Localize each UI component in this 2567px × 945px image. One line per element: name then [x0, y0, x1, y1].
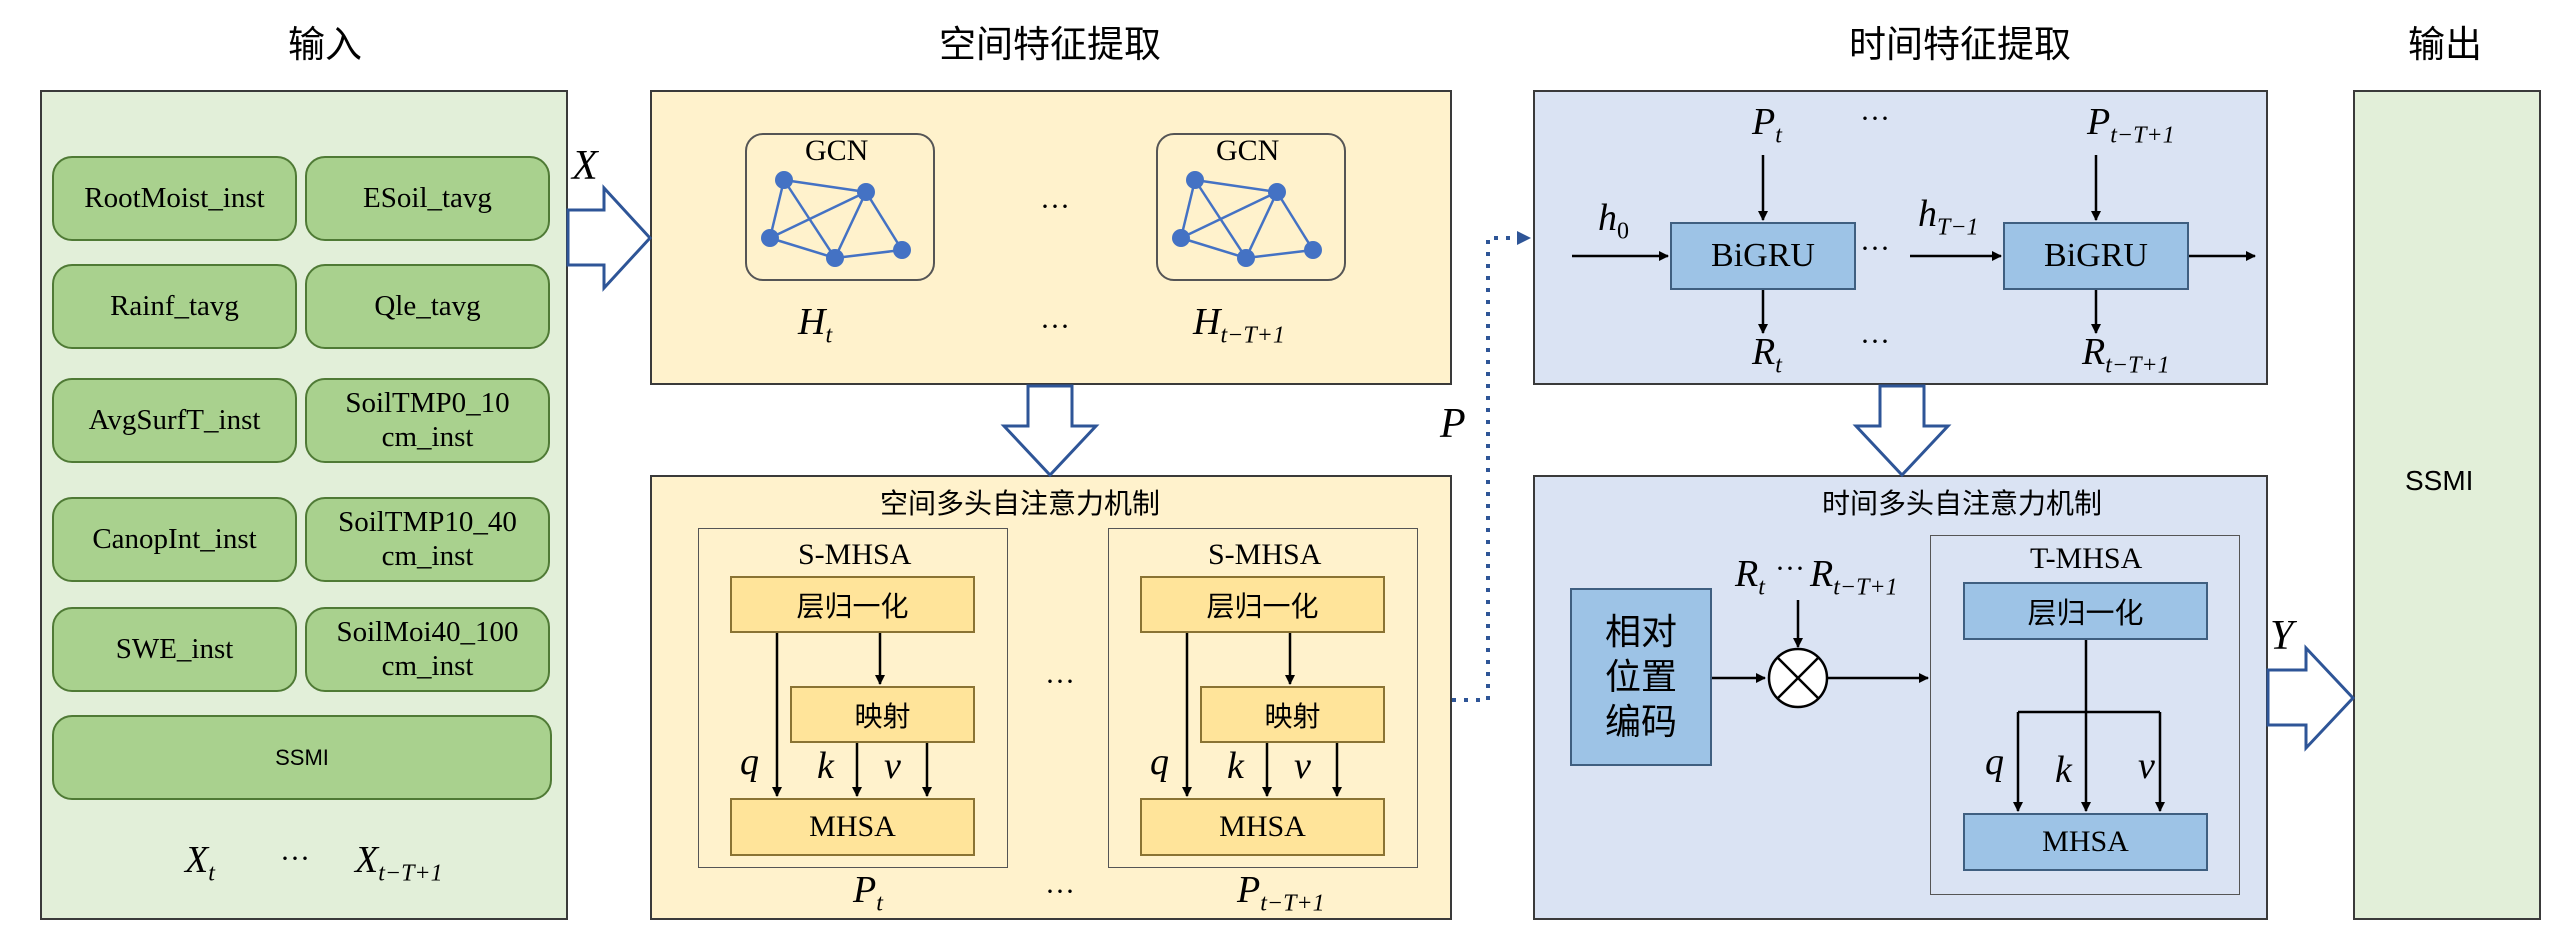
down-block-arrow-temporal — [1852, 384, 1952, 478]
feature-pill: CanopInt_inst — [52, 497, 297, 582]
x-arrow-label: X — [572, 143, 598, 189]
gcn-block — [1156, 133, 1346, 281]
y-block-arrow — [2266, 644, 2356, 752]
t-mhsa-title: T-MHSA — [2030, 542, 2143, 575]
rt-attn-label: Rt — [1735, 553, 1765, 601]
hT-label: hT−1 — [1918, 193, 1979, 241]
multiply-operator — [1767, 647, 1829, 709]
k-label: k — [817, 745, 834, 787]
feature-pill: ESoil_tavg — [305, 156, 550, 241]
header-temporal: 时间特征提取 — [1849, 23, 2071, 66]
relative-position-encoding-box: 相对位置编码 — [1570, 588, 1712, 766]
gcn-dots: ··· — [1040, 190, 1070, 223]
down-block-arrow-spatial — [1000, 384, 1100, 478]
target-pill: SSMI — [52, 715, 552, 800]
p-dotted-connector — [1452, 231, 1531, 702]
y-arrow-label: Y — [2270, 613, 2294, 659]
feature-pill: Qle_tavg — [305, 264, 550, 349]
feature-pill: AvgSurfT_inst — [52, 378, 297, 463]
temporal-attention-title: 时间多头自注意力机制 — [1822, 487, 2103, 520]
output-panel — [2353, 90, 2541, 920]
bigru-box: BiGRU — [2003, 222, 2189, 290]
rT-attn-label: Rt−T+1 — [1810, 553, 1898, 601]
k-label: k — [1227, 745, 1244, 787]
s-mhsa-title: S-MHSA — [798, 538, 912, 571]
gcn-label: GCN — [1216, 134, 1280, 167]
gcn-graph-2-nodes — [1172, 171, 1322, 267]
output-label: SSMI — [2405, 465, 2474, 496]
pt-label: Pt — [1752, 101, 1782, 149]
header-input: 输入 — [288, 23, 362, 66]
p-last-label: Pt−T+1 — [1237, 869, 1325, 917]
x-last-label: Xt−T+1 — [355, 839, 443, 887]
projection-box: 映射 — [790, 686, 975, 743]
bigru-dots-mid: ··· — [1860, 232, 1890, 265]
feature-pill: SoilTMP0_10 cm_inst — [305, 378, 550, 463]
pT-label: Pt−T+1 — [2087, 101, 2175, 149]
h-first-label: Ht — [798, 301, 833, 349]
q-label: q — [1985, 741, 2004, 783]
layer-norm-box: 层归一化 — [1140, 576, 1385, 633]
bigru-dots-top: ··· — [1860, 102, 1890, 135]
bigru-dots-bottom: ··· — [1860, 325, 1890, 358]
feature-pill: RootMoist_inst — [52, 156, 297, 241]
layer-norm-box: 层归一化 — [1963, 582, 2208, 640]
s-mhsa-title: S-MHSA — [1208, 538, 1322, 571]
layer-norm-box: 层归一化 — [730, 576, 975, 633]
gcn-panel — [650, 90, 1452, 385]
feature-pill: Rainf_tavg — [52, 264, 297, 349]
s-mhsa-1-arrows — [772, 633, 932, 797]
feature-pill: SoilTMP10_40 cm_inst — [305, 497, 550, 582]
h0-label: h0 — [1598, 197, 1629, 245]
mhsa-box: MHSA — [1140, 798, 1385, 856]
s-mhsa-block — [1108, 528, 1418, 868]
mhsa-box: MHSA — [730, 798, 975, 856]
v-label: v — [1294, 745, 1311, 787]
s-mhsa-block — [698, 528, 1008, 868]
projection-box: 映射 — [1200, 686, 1385, 743]
h-last-label: Ht−T+1 — [1193, 301, 1285, 349]
rT-label: Rt−T+1 — [2082, 331, 2170, 379]
gcn-graph-1-nodes — [761, 171, 911, 267]
p-arrow-label: P — [1440, 401, 1466, 447]
spatial-attention-title: 空间多头自注意力机制 — [880, 487, 1161, 520]
header-output: 输出 — [2408, 23, 2482, 66]
gcn-graph-2 — [1179, 178, 1315, 260]
mhsa-box: MHSA — [1963, 813, 2208, 871]
feature-pill: SoilMoi40_100 cm_inst — [305, 607, 550, 692]
p-dots: ··· — [1045, 875, 1075, 908]
x-block-arrow — [566, 184, 653, 292]
gcn-block — [745, 133, 935, 281]
p-first-label: Pt — [853, 869, 883, 917]
bigru-box: BiGRU — [1670, 222, 1856, 290]
x-first-label: Xt — [185, 839, 215, 887]
k-label: k — [2055, 749, 2072, 791]
t-mhsa-block — [1930, 535, 2240, 895]
q-label: q — [740, 741, 759, 783]
gcn-label: GCN — [805, 134, 869, 167]
x-dots: ··· — [280, 842, 310, 875]
temporal-attention-arrows — [1712, 600, 2165, 812]
q-label: q — [1150, 741, 1169, 783]
r-dots: ··· — [1775, 552, 1805, 585]
h-dots: ··· — [1040, 310, 1070, 343]
gcn-graph-1 — [768, 178, 904, 260]
header-spatial: 空间特征提取 — [939, 23, 1161, 66]
s-mhsa-2-arrows — [1182, 633, 1342, 797]
s-mhsa-dots: ··· — [1045, 665, 1075, 698]
rt-label: Rt — [1752, 331, 1782, 379]
bigru-arrows — [1572, 155, 2256, 334]
v-label: v — [884, 745, 901, 787]
feature-pill: SWE_inst — [52, 607, 297, 692]
v-label: v — [2138, 745, 2155, 787]
